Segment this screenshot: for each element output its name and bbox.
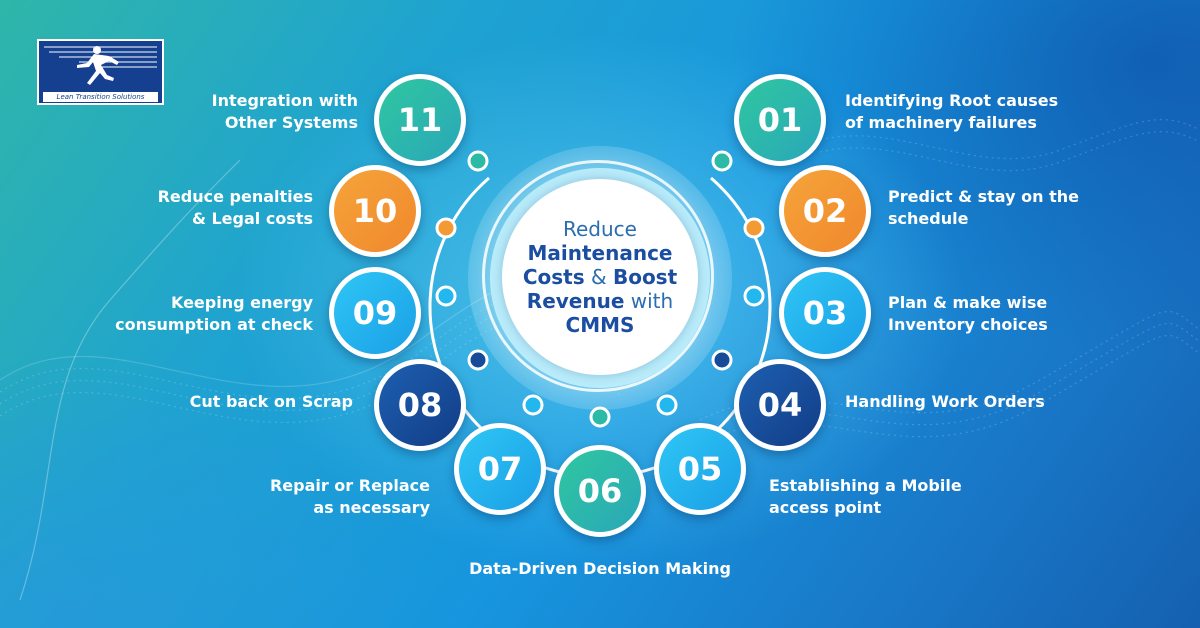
connector-dot-2 [743, 217, 765, 239]
central-hub: Reduce Maintenance Costs & Boost Revenue… [502, 179, 698, 375]
step-label-line1: Cut back on Scrap [189, 392, 353, 411]
step-label-06: Data-Driven Decision Making [400, 558, 800, 580]
step-number-circle-02: 02 [779, 165, 871, 257]
hub-ampersand: & [584, 265, 613, 289]
step-number-circle-07: 07 [454, 423, 546, 515]
step-label-09: Keeping energy consumption at check [115, 292, 313, 336]
step-label-08: Cut back on Scrap [190, 391, 353, 413]
hub-word-with: with [624, 289, 674, 313]
company-logo: Lean Transition Solutions [37, 39, 164, 105]
hub-line-reduce: Reduce [563, 217, 637, 241]
hub-word-cmms: CMMS [565, 313, 635, 337]
step-label-line1: Keeping energy [170, 293, 313, 312]
step-label-line2: as necessary [313, 498, 430, 517]
hub-ring [482, 160, 714, 392]
connector-dot-10 [435, 217, 457, 239]
connector-dot-4 [711, 349, 733, 371]
logo-wordmark: Lean Transition Solutions [43, 92, 158, 102]
step-label-07: Repair or Replace as necessary [270, 475, 430, 519]
step-label-line1: Data-Driven Decision Making [469, 559, 731, 578]
connector-dot-7 [522, 394, 544, 416]
runner-icon [44, 46, 157, 85]
step-number-circle-01: 01 [734, 74, 826, 166]
step-number-circle-06: 06 [554, 445, 646, 537]
step-number-circle-11: 11 [374, 74, 466, 166]
hub-word-boost: Boost [612, 265, 678, 289]
connector-dot-8 [467, 349, 489, 371]
step-label-line1: Repair or Replace [269, 476, 430, 495]
step-label-01: Identifying Root causes of machinery fail… [845, 90, 1058, 134]
connector-dot-9 [435, 285, 457, 307]
step-label-10: Reduce penalties & Legal costs [158, 186, 313, 230]
step-number-circle-09: 09 [329, 267, 421, 359]
connector-dot-3 [743, 285, 765, 307]
step-number-circle-08: 08 [374, 359, 466, 451]
hub-line-maintenance: Maintenance [527, 241, 673, 265]
step-label-line2: Inventory choices [888, 315, 1048, 334]
connector-dot-1 [711, 150, 733, 172]
step-label-line2: & Legal costs [191, 209, 313, 228]
step-label-line2: Other Systems [224, 113, 358, 132]
hub-word-costs: Costs [522, 265, 585, 289]
step-label-04: Handling Work Orders [845, 391, 1045, 413]
connector-dot-6 [589, 406, 611, 428]
step-number-circle-05: 05 [654, 423, 746, 515]
connector-dot-5 [656, 394, 678, 416]
step-label-line1: Predict & stay on the [888, 187, 1079, 206]
step-label-05: Establishing a Mobile access point [769, 475, 962, 519]
step-label-line1: Identifying Root causes [845, 91, 1059, 110]
step-label-line1: Establishing a Mobile [769, 476, 962, 495]
connector-dot-11 [467, 150, 489, 172]
step-label-line1: Integration with [211, 91, 358, 110]
step-number-circle-03: 03 [779, 267, 871, 359]
step-label-line2: schedule [888, 209, 969, 228]
step-number-circle-10: 10 [329, 165, 421, 257]
step-number-circle-04: 04 [734, 359, 826, 451]
hub-title: Reduce Maintenance Costs & Boost Revenue… [515, 217, 685, 337]
step-label-line1: Plan & make wise [888, 293, 1048, 312]
step-label-line1: Reduce penalties [157, 187, 313, 206]
step-label-line2: of machinery failures [845, 113, 1037, 132]
step-label-line2: access point [769, 498, 882, 517]
step-label-line1: Handling Work Orders [845, 392, 1045, 411]
step-label-02: Predict & stay on the schedule [888, 186, 1079, 230]
hub-word-revenue: Revenue [526, 289, 625, 313]
step-label-line2: consumption at check [115, 315, 313, 334]
